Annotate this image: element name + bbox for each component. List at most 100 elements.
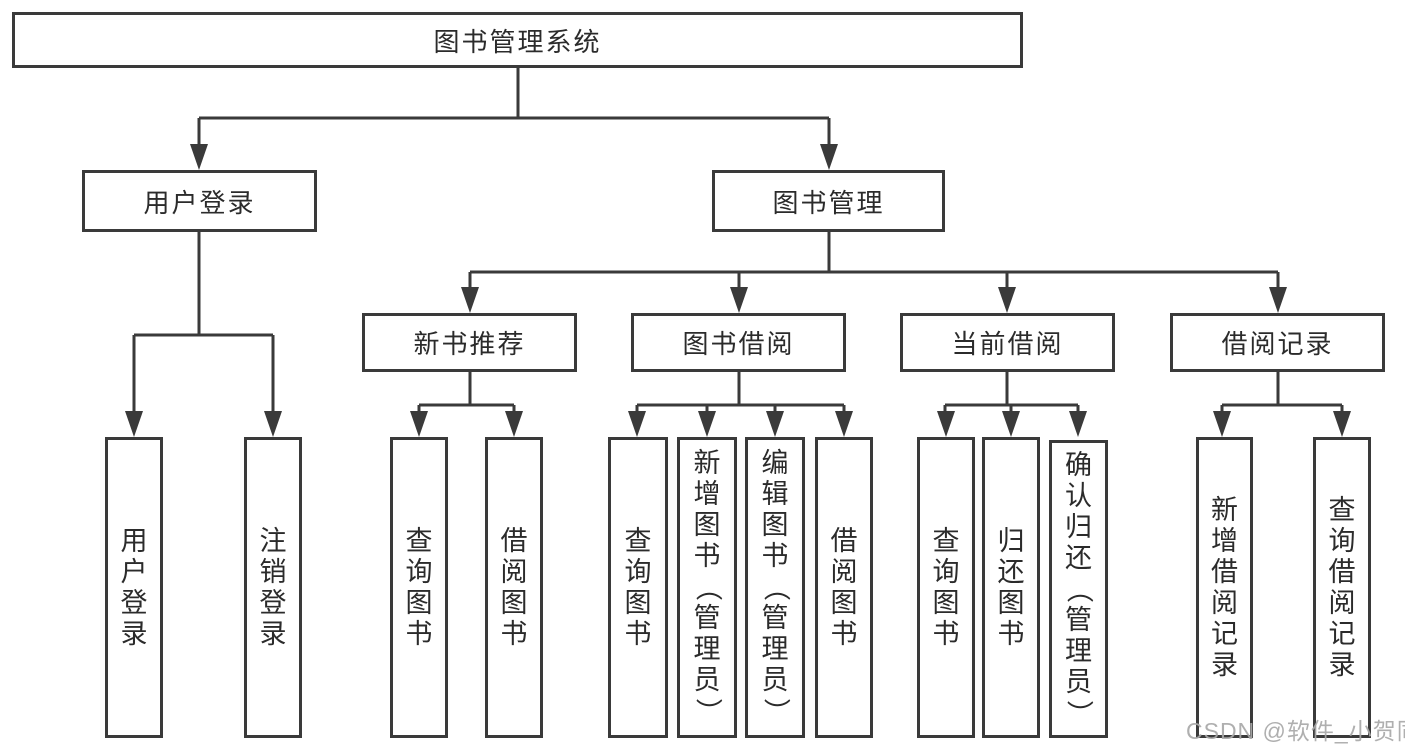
leaf-char: 录 bbox=[259, 618, 287, 649]
arrowhead-icon bbox=[125, 411, 143, 437]
arrowhead-icon bbox=[1213, 411, 1231, 437]
arrowhead-icon bbox=[937, 411, 955, 437]
node-leaf-query-borrow-record: 查询借阅记录 bbox=[1313, 437, 1371, 738]
leaf-char: 图 bbox=[500, 587, 528, 618]
arrowhead-icon bbox=[820, 144, 838, 170]
leaf-char: 书 bbox=[624, 618, 652, 649]
leaf-char: 书 bbox=[405, 618, 433, 649]
leaf-char: 归 bbox=[997, 525, 1025, 556]
leaf-char: 员 bbox=[1065, 666, 1092, 697]
arrowhead-icon bbox=[730, 287, 748, 313]
leaf-char: 归 bbox=[1065, 511, 1092, 542]
leaf-char: 阅 bbox=[500, 556, 528, 587]
leaf-char: 员 bbox=[761, 665, 789, 695]
leaf-char: ） bbox=[692, 698, 723, 725]
leaf-char: 记 bbox=[1328, 618, 1356, 649]
leaf-char: 编 bbox=[761, 448, 789, 478]
arrowhead-icon bbox=[628, 411, 646, 437]
arrowhead-icon bbox=[1269, 287, 1287, 313]
csdn-watermark: CSDN @软件_小贺同学 bbox=[1186, 718, 1405, 744]
node-leaf-logout: 注销登录 bbox=[244, 437, 302, 738]
arrowhead-icon bbox=[461, 287, 479, 313]
leaf-char: 图 bbox=[830, 587, 858, 618]
leaf-char: 图 bbox=[405, 587, 433, 618]
node-leaf-user-login: 用户登录 bbox=[105, 437, 163, 738]
arrowhead-icon bbox=[190, 144, 208, 170]
leaf-char: 销 bbox=[259, 556, 287, 587]
leaf-char: 查 bbox=[624, 525, 652, 556]
leaf-char: 还 bbox=[997, 556, 1025, 587]
leaf-char: 图 bbox=[761, 510, 789, 540]
node-leaf-borrow-book-2: 借阅图书 bbox=[815, 437, 873, 738]
leaf-char: 认 bbox=[1065, 480, 1092, 511]
leaf-char: 记 bbox=[1211, 618, 1238, 649]
leaf-char: 查 bbox=[1328, 494, 1356, 525]
arrowhead-icon bbox=[1002, 411, 1020, 437]
node-root-system: 图书管理系统 bbox=[12, 12, 1023, 68]
arrowhead-icon bbox=[1333, 411, 1351, 437]
node-leaf-confirm-return-admin: 确认归还（管理员） bbox=[1049, 440, 1108, 738]
leaf-char: 询 bbox=[932, 556, 960, 587]
leaf-char: 辑 bbox=[761, 479, 789, 509]
leaf-char: 书 bbox=[997, 618, 1025, 649]
leaf-char: 登 bbox=[259, 587, 287, 618]
leaf-char: （ bbox=[1064, 575, 1094, 603]
leaf-char: 注 bbox=[259, 525, 287, 556]
leaf-char: 书 bbox=[693, 541, 721, 571]
leaf-char: 员 bbox=[693, 665, 721, 695]
leaf-char: 理 bbox=[761, 634, 789, 664]
leaf-char: 理 bbox=[693, 634, 721, 664]
leaf-char: 询 bbox=[624, 556, 652, 587]
leaf-char: 借 bbox=[830, 525, 858, 556]
leaf-char: 图 bbox=[624, 587, 652, 618]
leaf-char: ） bbox=[760, 698, 791, 725]
leaf-char: 新 bbox=[1211, 494, 1238, 525]
leaf-char: 查 bbox=[932, 525, 960, 556]
leaf-char: 还 bbox=[1065, 542, 1092, 573]
leaf-char: 登 bbox=[120, 587, 148, 618]
node-leaf-add-borrow-record: 新增借阅记录 bbox=[1196, 437, 1253, 738]
leaf-char: 录 bbox=[1328, 649, 1356, 680]
node-leaf-borrow-book-1: 借阅图书 bbox=[485, 437, 543, 738]
leaf-char: 书 bbox=[761, 541, 789, 571]
arrowhead-icon bbox=[264, 411, 282, 437]
arrowhead-icon bbox=[766, 411, 784, 437]
leaf-char: （ bbox=[760, 574, 791, 601]
node-leaf-query-book-1: 查询图书 bbox=[390, 437, 448, 738]
leaf-char: 图 bbox=[997, 587, 1025, 618]
leaf-char: 阅 bbox=[1211, 587, 1238, 618]
node-leaf-add-book-admin: 新增图书（管理员） bbox=[677, 437, 737, 738]
leaf-char: 增 bbox=[693, 479, 721, 509]
leaf-char: 询 bbox=[405, 556, 433, 587]
leaf-char: 管 bbox=[761, 603, 789, 633]
leaf-char: 理 bbox=[1065, 635, 1092, 666]
leaf-char: 阅 bbox=[830, 556, 858, 587]
leaf-char: 增 bbox=[1211, 525, 1238, 556]
arrowhead-icon bbox=[835, 411, 853, 437]
arrowhead-icon bbox=[505, 411, 523, 437]
leaf-char: 录 bbox=[1211, 649, 1238, 680]
node-leaf-edit-book-admin: 编辑图书 （管理员 ） bbox=[745, 437, 805, 738]
node-leaf-query-book-2: 查询图书 bbox=[608, 437, 668, 738]
leaf-char: 书 bbox=[500, 618, 528, 649]
leaf-char: 查 bbox=[405, 525, 433, 556]
leaf-char: 新 bbox=[693, 448, 721, 478]
leaf-char: 管 bbox=[1065, 604, 1092, 635]
leaf-char: 书 bbox=[830, 618, 858, 649]
leaf-char: 用 bbox=[120, 525, 148, 556]
node-new-book-recommend: 新书推荐 bbox=[362, 313, 577, 372]
node-current-borrow: 当前借阅 bbox=[900, 313, 1115, 372]
node-leaf-return-book: 归还图书 bbox=[982, 437, 1040, 738]
leaf-char: 询 bbox=[1328, 525, 1356, 556]
leaf-char: 图 bbox=[932, 587, 960, 618]
node-book-borrow: 图书借阅 bbox=[631, 313, 846, 372]
node-book-management: 图书管理 bbox=[712, 170, 945, 232]
leaf-char: 录 bbox=[120, 618, 148, 649]
arrowhead-icon bbox=[998, 287, 1016, 313]
leaf-char: （ bbox=[692, 574, 723, 601]
arrowhead-icon bbox=[1069, 411, 1087, 437]
leaf-char: 户 bbox=[120, 556, 148, 587]
node-user-login: 用户登录 bbox=[82, 170, 317, 232]
leaf-char: 管 bbox=[693, 603, 721, 633]
